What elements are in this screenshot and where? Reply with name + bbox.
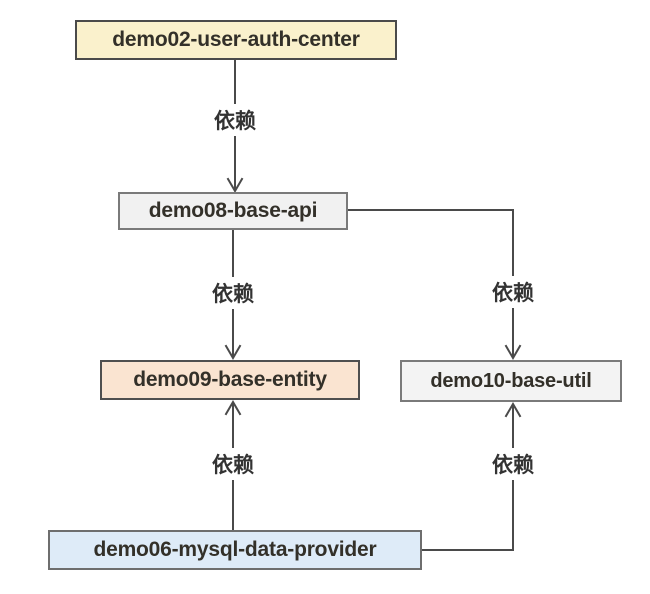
edge-demo06-demo09-arrowhead: [224, 400, 242, 416]
edge-label-demo08-demo10: 依赖: [487, 276, 539, 308]
node-label: demo09-base-entity: [133, 368, 327, 391]
edge-demo08-demo10-line: [347, 209, 514, 358]
node-demo08-base-api: demo08-base-api: [118, 192, 348, 230]
node-demo09-base-entity: demo09-base-entity: [100, 360, 360, 400]
node-demo02-user-auth-center: demo02-user-auth-center: [75, 20, 397, 60]
edge-label-demo06-demo10: 依赖: [487, 448, 539, 480]
edge-demo08-demo09-arrowhead: [224, 344, 242, 360]
edge-demo06-demo10-arrowhead: [504, 402, 522, 418]
edge-demo08-demo10-arrowhead: [504, 344, 522, 360]
edge-demo02-demo08-arrowhead: [226, 177, 244, 193]
node-label: demo08-base-api: [148, 199, 318, 222]
node-label: demo10-base-util: [430, 369, 592, 392]
node-demo06-mysql-data-provider: demo06-mysql-data-provider: [48, 530, 422, 570]
node-label: demo02-user-auth-center: [112, 28, 360, 51]
edge-label-demo08-demo09: 依赖: [207, 277, 259, 309]
node-demo10-base-util: demo10-base-util: [400, 360, 622, 402]
node-label: demo06-mysql-data-provider: [93, 538, 377, 561]
edge-label-demo02-demo08: 依赖: [209, 104, 261, 136]
edge-label-demo06-demo09: 依赖: [207, 448, 259, 480]
